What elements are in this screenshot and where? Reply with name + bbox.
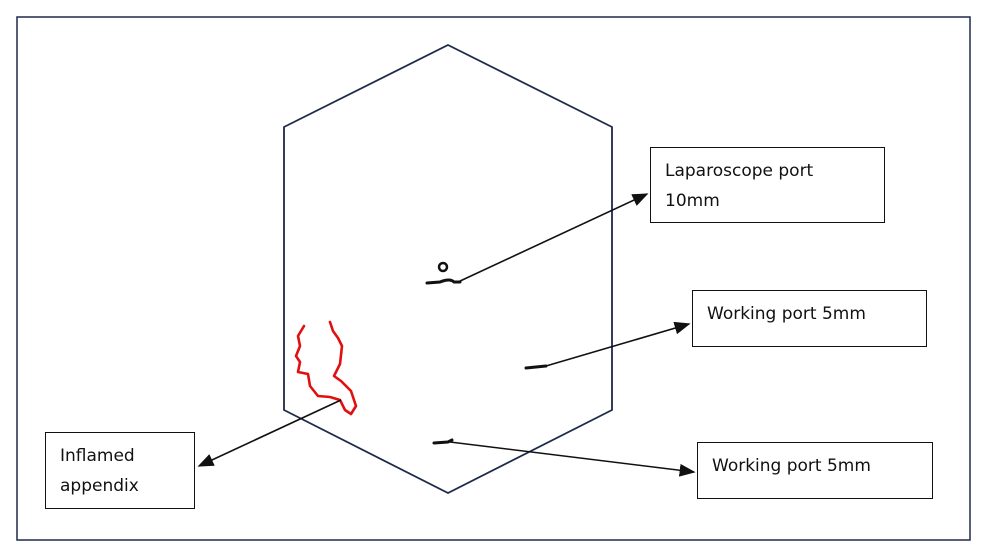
inflamed-appendix-label: Inflamed appendix	[45, 432, 195, 509]
inflamed-appendix-text: Inflamed appendix	[60, 446, 139, 496]
working-port-2-incision	[432, 438, 454, 445]
laparoscope-port-label: Laparoscope port 10mm	[650, 147, 885, 223]
laparoscope-port-text: Laparoscope port 10mm	[665, 161, 814, 211]
working-port-2-text: Working port 5mm	[712, 456, 871, 476]
working-port-2-arrow	[449, 441, 696, 477]
laparoscope-arrow	[457, 193, 649, 283]
abdomen-hexagon	[283, 43, 613, 495]
appendix-arrow	[197, 399, 342, 467]
working-port-1-incision	[524, 364, 548, 370]
working-port-1-arrow	[545, 321, 691, 367]
outer-frame	[16, 16, 971, 541]
working-port-1-text: Working port 5mm	[707, 304, 866, 324]
inflamed-appendix-drawing	[294, 320, 358, 416]
working-port-2-label: Working port 5mm	[697, 442, 933, 499]
working-port-1-label: Working port 5mm	[692, 290, 927, 347]
laparoscope-port-incision	[425, 278, 462, 285]
laparoscope-port-marker-icon	[437, 261, 449, 273]
